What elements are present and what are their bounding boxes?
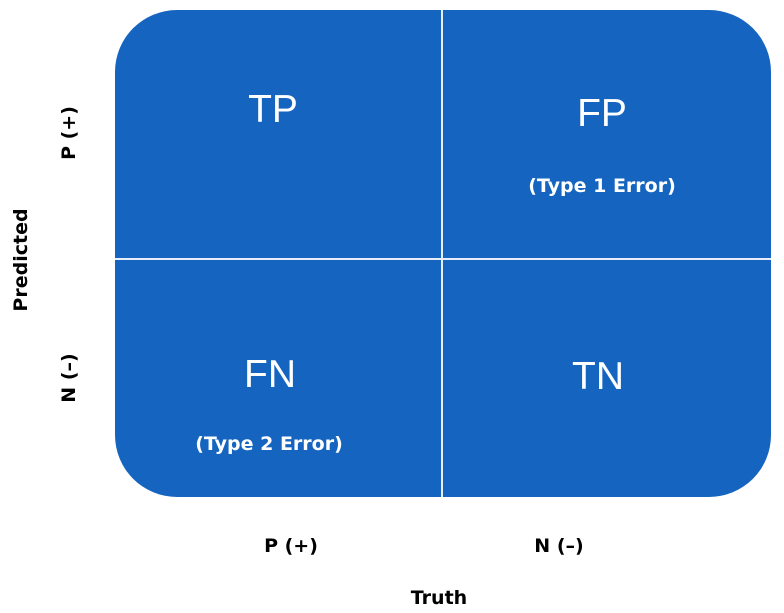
y-axis-title: Predicted: [10, 208, 32, 312]
x-axis-title: Truth: [410, 587, 468, 609]
confusion-matrix: TP FP (Type 1 Error) FN (Type 2 Error) T…: [115, 10, 771, 497]
x-tick-negative: N (–): [534, 535, 584, 557]
y-tick-positive: P (+): [58, 106, 80, 160]
cell-tp-label: TP: [248, 88, 298, 131]
cell-fp-note: (Type 1 Error): [528, 175, 676, 197]
cell-tn-label: TN: [572, 355, 624, 398]
cell-fp-label: FP: [577, 92, 627, 135]
cell-fn-label: FN: [244, 353, 296, 396]
vertical-divider: [441, 10, 443, 497]
y-tick-negative: N (–): [58, 353, 80, 403]
horizontal-divider: [115, 258, 771, 260]
cell-fn-note: (Type 2 Error): [195, 433, 343, 455]
x-tick-positive: P (+): [264, 535, 318, 557]
